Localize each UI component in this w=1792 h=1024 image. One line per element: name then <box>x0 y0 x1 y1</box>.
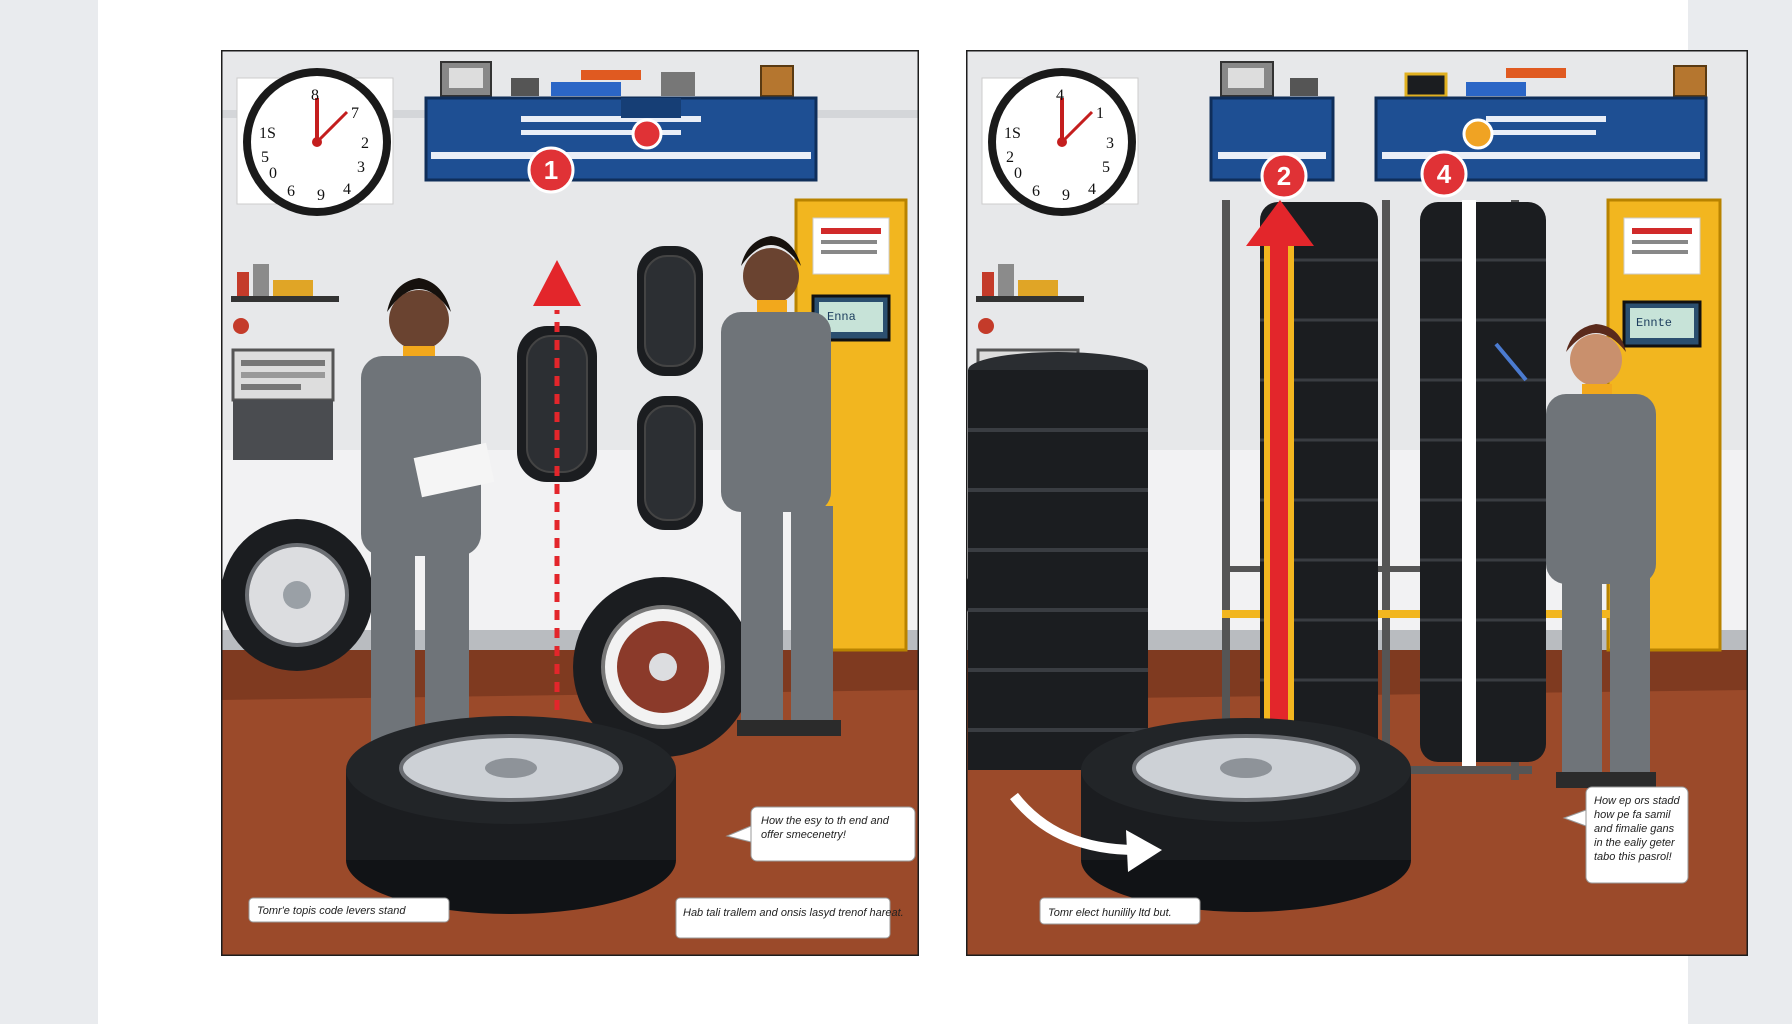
foreground-tire <box>1081 718 1411 912</box>
lock-icon <box>1462 118 1494 150</box>
clock-number: 5 <box>261 149 269 166</box>
mechanic-right <box>1494 324 1656 788</box>
red-dashed-arrow <box>533 260 581 728</box>
clock-number: 6 <box>1032 183 1040 200</box>
step-number: 1 <box>544 155 558 185</box>
tool-shelf <box>1220 61 1707 98</box>
clock-number: 1S <box>1004 125 1021 142</box>
bottle-shelf <box>976 264 1084 334</box>
clock-number: 4 <box>343 181 351 198</box>
caption-label: Hab tali trallem and onsis lasyd trenof … <box>675 897 904 939</box>
tool-shelf <box>440 61 794 97</box>
clock-number: 0 <box>1014 165 1022 182</box>
alloy-wheel <box>573 577 753 757</box>
clock-number: 3 <box>1106 135 1114 152</box>
info-board <box>231 348 335 460</box>
caption-text: Tomr elect hunilily ltd but. <box>1048 907 1172 919</box>
caption-label: Tomr'e topis code levers stand <box>248 897 450 923</box>
blue-cabinet <box>424 96 818 182</box>
machine-screen-text: Ennte <box>1636 316 1672 330</box>
lock-icon <box>631 118 663 150</box>
warning-icon <box>233 318 249 334</box>
mechanic-right <box>721 236 841 736</box>
panel-step-2-4: 1S 4 1 3 5 4 9 6 0 2 <box>966 50 1748 956</box>
step-number: 2 <box>1277 161 1291 191</box>
red-up-arrow <box>1246 200 1314 782</box>
clock-number: 8 <box>311 87 319 104</box>
step-badge: 2 <box>1260 152 1308 200</box>
caption-text: Tomr'e topis code levers stand <box>257 905 406 917</box>
clock-number: 9 <box>317 187 325 204</box>
white-curved-arrow <box>1010 792 1162 872</box>
step-number: 4 <box>1437 159 1452 189</box>
clock-number: 5 <box>1102 159 1110 176</box>
clock-number: 2 <box>361 135 369 152</box>
white-marker-bar <box>1462 200 1476 766</box>
step-badge: 4 <box>1420 150 1468 198</box>
hanging-tire <box>637 246 703 376</box>
warning-icon <box>978 318 994 334</box>
foreground-tire <box>346 716 676 914</box>
background-wheel <box>221 519 373 671</box>
tire-stack-front <box>968 352 1148 770</box>
clock-number: 3 <box>357 159 365 176</box>
clock-number: 0 <box>269 165 277 182</box>
caption-text: Hab tali trallem and onsis lasyd trenof … <box>683 907 904 919</box>
illustration-sheet: 1S 8 7 2 3 4 9 6 0 5 <box>98 0 1748 1024</box>
clock-number: 1 <box>1096 105 1104 122</box>
clock-number: 2 <box>1006 149 1014 166</box>
step-badge: 1 <box>527 146 575 194</box>
wall-clock: 1S 4 1 3 5 4 9 6 0 2 <box>981 68 1139 216</box>
clock-number: 9 <box>1062 187 1070 204</box>
wall-clock: 1S 8 7 2 3 4 9 6 0 5 <box>236 68 394 216</box>
clock-number: 4 <box>1088 181 1096 198</box>
hanging-tire <box>637 396 703 530</box>
clock-number: 7 <box>351 105 359 122</box>
tire-stack-rack-right <box>1420 202 1546 762</box>
callout-bubble: How the esy to th end and offer smecenet… <box>725 806 916 862</box>
clock-number: 4 <box>1056 87 1064 104</box>
clock-number: 1S <box>259 125 276 142</box>
machine-screen-text: Enna <box>827 310 856 324</box>
bottle-shelf <box>231 264 339 334</box>
panel-step-1: 1S 8 7 2 3 4 9 6 0 5 <box>221 50 919 956</box>
clock-number: 6 <box>287 183 295 200</box>
caption-label: Tomr elect hunilily ltd but. <box>1039 897 1201 925</box>
callout-text: How the esy to th end and offer smecenet… <box>761 815 892 841</box>
